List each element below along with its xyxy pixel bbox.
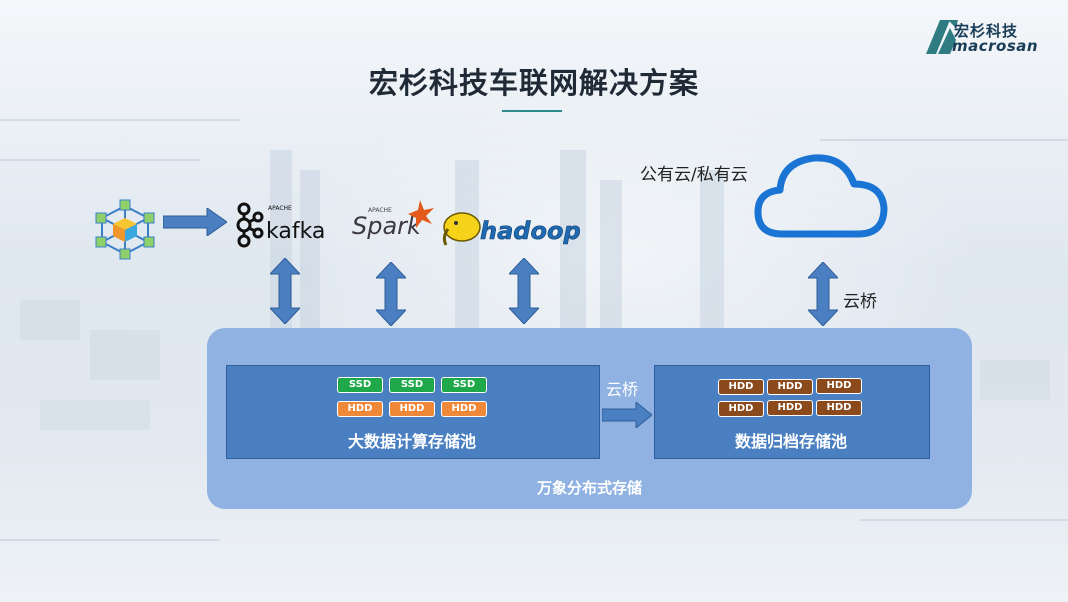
hadoop-elephant-icon	[443, 212, 481, 242]
hdd-badge: HDD	[718, 379, 764, 395]
spark-logo: APACHE Spark	[352, 200, 434, 240]
cloud-icon	[754, 154, 888, 238]
hdd-badge: HDD	[718, 401, 764, 417]
spark-star-icon	[408, 200, 434, 228]
distributed-storage-label: 万象分布式存储	[536, 479, 642, 497]
double-arrow-kafka-icon	[270, 258, 300, 324]
hdd-badge: HDD	[441, 401, 487, 417]
arrow-right-pool-icon	[602, 402, 652, 428]
hadoop-logo: hadoop	[442, 212, 581, 246]
logo-text-cn: 宏杉科技	[954, 22, 1019, 40]
page-title: 宏杉科技车联网解决方案	[368, 66, 699, 100]
logo-text-en: macrosan	[952, 37, 1039, 55]
double-arrow-cloud-icon	[808, 262, 838, 326]
arrow-right-icon	[163, 208, 227, 236]
hdd-badge: HDD	[816, 400, 862, 416]
hdd-badge: HDD	[337, 401, 383, 417]
ssd-badge: SSD	[337, 377, 383, 393]
compute-pool-label: 大数据计算存储池	[347, 432, 476, 451]
ssd-badge: SSD	[389, 377, 435, 393]
kafka-name-text: kafka	[266, 219, 325, 244]
spark-apache-text: APACHE	[368, 207, 392, 214]
double-arrow-spark-icon	[376, 262, 406, 326]
cloud-label: 公有云/私有云	[640, 165, 748, 185]
ssd-badge: SSD	[441, 377, 487, 393]
kafka-apache-text: APACHE	[268, 205, 292, 212]
spark-name-text: Spark	[352, 212, 422, 240]
hadoop-name-text: hadoop	[480, 217, 581, 245]
hdd-badge: HDD	[767, 400, 813, 416]
double-arrow-hadoop-icon	[509, 258, 539, 324]
hdd-badge: HDD	[389, 401, 435, 417]
kafka-logo: APACHE kafka	[236, 202, 325, 248]
pool-bridge-label: 云桥	[606, 380, 639, 399]
cloud-bridge-label: 云桥	[843, 292, 877, 312]
archive-pool-label: 数据归档存储池	[734, 432, 847, 451]
hdd-badge: HDD	[816, 378, 862, 394]
title-underline	[502, 110, 562, 112]
hdd-badge: HDD	[767, 379, 813, 395]
network-cube-icon	[95, 199, 155, 260]
macrosan-logo	[926, 20, 958, 54]
